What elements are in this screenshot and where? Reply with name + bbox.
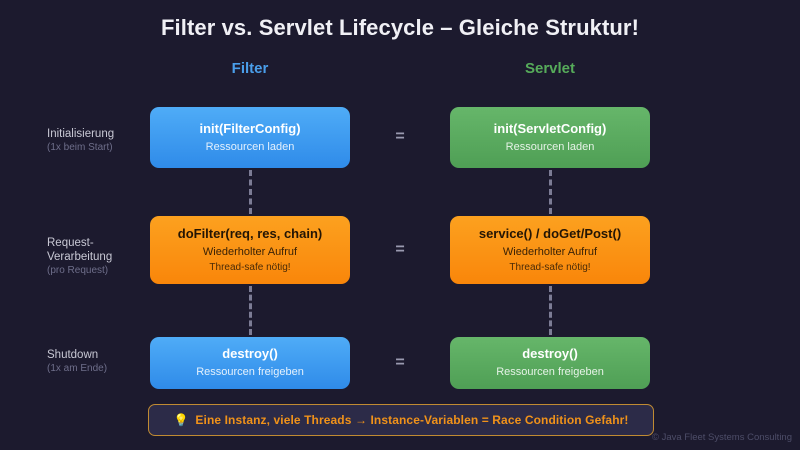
filter-init-subtitle: Ressourcen laden <box>205 140 295 153</box>
connector-filter-dofilter-to-destroy <box>249 286 252 335</box>
warning-note-text: Eine Instanz, viele Threads → Instance-V… <box>195 413 629 427</box>
servlet-service-subtitle: Wiederholter Aufruf <box>502 245 598 258</box>
lightbulb-icon: 💡 <box>173 413 189 427</box>
servlet-destroy-box[interactable]: destroy() Ressourcen freigeben <box>450 337 650 389</box>
phase-label-initialisierung: Initialisierung (1x beim Start) <box>47 127 152 155</box>
phase-label-request-verarbeitung: Request- Verarbeitung (pro Request) <box>47 236 152 278</box>
filter-init-box[interactable]: init(FilterConfig) Ressourcen laden <box>150 107 350 168</box>
phase-sublabel-text: (pro Request) <box>47 265 109 276</box>
equals-sign-row1: = <box>395 128 405 145</box>
connector-servlet-service-to-destroy <box>549 286 552 335</box>
equals-sign-row2: = <box>395 241 405 258</box>
phase-label-text-line2: Verarbeitung <box>47 251 113 263</box>
servlet-service-warning: Thread-safe nötig! <box>509 261 591 273</box>
column-header-servlet: Servlet <box>524 60 576 77</box>
filter-dofilter-subtitle: Wiederholter Aufruf <box>202 245 298 258</box>
filter-init-title: init(FilterConfig) <box>199 120 301 136</box>
servlet-destroy-title: destroy() <box>522 346 578 361</box>
filter-destroy-subtitle: Ressourcen freigeben <box>196 366 304 378</box>
filter-dofilter-box[interactable]: doFilter(req, res, chain) Wiederholter A… <box>150 216 350 284</box>
filter-dofilter-warning: Thread-safe nötig! <box>209 261 291 273</box>
footer-copyright: © Java Fleet Systems Consulting <box>651 432 792 443</box>
page-title: Filter vs. Servlet Lifecycle – Gleiche S… <box>161 15 639 40</box>
filter-destroy-title: destroy() <box>222 346 278 361</box>
servlet-init-title: init(ServletConfig) <box>493 120 607 136</box>
connector-filter-init-to-dofilter <box>249 170 252 214</box>
phase-label-text-line1: Request- <box>47 237 94 249</box>
phase-label-text: Initialisierung <box>47 128 115 140</box>
phase-sublabel-text: (1x am Ende) <box>47 363 108 374</box>
warning-note-banner: 💡 Eine Instanz, viele Threads → Instance… <box>148 404 654 436</box>
servlet-service-title: service() / doGet/Post() <box>478 225 622 241</box>
equals-sign-row3: = <box>395 354 405 371</box>
servlet-destroy-subtitle: Ressourcen freigeben <box>496 366 604 378</box>
phase-label-text: Shutdown <box>47 349 99 361</box>
servlet-init-box[interactable]: init(ServletConfig) Ressourcen laden <box>450 107 650 168</box>
filter-dofilter-title: doFilter(req, res, chain) <box>177 225 323 241</box>
phase-sublabel-text: (1x beim Start) <box>47 142 113 153</box>
servlet-service-box[interactable]: service() / doGet/Post() Wiederholter Au… <box>450 216 650 284</box>
column-header-filter: Filter <box>231 60 269 77</box>
connector-servlet-init-to-service <box>549 170 552 214</box>
filter-destroy-box[interactable]: destroy() Ressourcen freigeben <box>150 337 350 389</box>
servlet-init-subtitle: Ressourcen laden <box>505 140 595 153</box>
phase-label-shutdown: Shutdown (1x am Ende) <box>47 348 152 376</box>
